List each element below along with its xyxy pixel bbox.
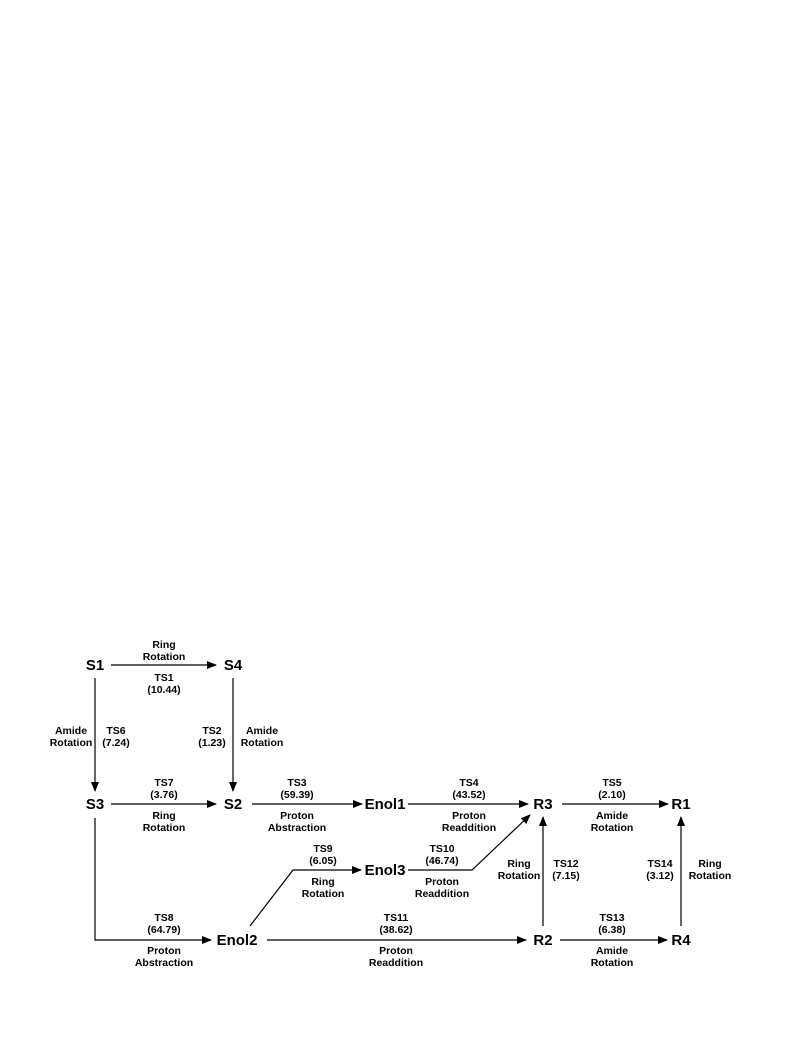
mechanism-label: Proton bbox=[147, 945, 181, 957]
mechanism-label: Ring bbox=[311, 876, 334, 888]
mechanism-label: Ring bbox=[152, 810, 175, 822]
energy-label: (7.15) bbox=[552, 870, 579, 882]
ts-label: TS3 bbox=[287, 777, 306, 789]
node-s4: S4 bbox=[224, 657, 243, 674]
mechanism-label: Rotation bbox=[591, 822, 634, 834]
node-enol1: Enol1 bbox=[365, 796, 406, 813]
ts-label: TS1 bbox=[154, 672, 173, 684]
nodes: S1 S4 S3 S2 Enol1 R3 R1 Enol3 Enol2 R2 R… bbox=[86, 657, 691, 949]
mechanism-label: Rotation bbox=[50, 737, 93, 749]
mechanism-label: Rotation bbox=[689, 870, 732, 882]
edge-s3-enol2 bbox=[94, 818, 212, 944]
mechanism-label: Rotation bbox=[591, 957, 634, 969]
mechanism-label: Readdition bbox=[369, 957, 423, 969]
edge-labels: Ring Rotation TS1 (10.44) Amide Rotation… bbox=[50, 639, 732, 969]
mechanism-label: Abstraction bbox=[135, 957, 193, 969]
mechanism-label: Amide bbox=[55, 725, 87, 737]
node-enol3: Enol3 bbox=[365, 862, 406, 879]
energy-label: (38.62) bbox=[379, 924, 412, 936]
ts-label: TS6 bbox=[106, 725, 125, 737]
energy-label: (3.76) bbox=[150, 789, 177, 801]
mechanism-label: Proton bbox=[280, 810, 314, 822]
mechanism-label: Ring bbox=[152, 639, 175, 651]
node-s1: S1 bbox=[86, 657, 104, 674]
mechanism-label: Readdition bbox=[442, 822, 496, 834]
energy-label: (43.52) bbox=[452, 789, 485, 801]
energy-label: (10.44) bbox=[147, 684, 180, 696]
ts-label: TS2 bbox=[202, 725, 221, 737]
mechanism-label: Rotation bbox=[143, 822, 186, 834]
node-r4: R4 bbox=[671, 932, 691, 949]
ts-label: TS5 bbox=[602, 777, 621, 789]
node-s2: S2 bbox=[224, 796, 242, 813]
energy-label: (46.74) bbox=[425, 855, 458, 867]
node-r1: R1 bbox=[671, 796, 690, 813]
energy-label: (2.10) bbox=[598, 789, 625, 801]
mechanism-label: Rotation bbox=[302, 888, 345, 900]
mechanism-label: Proton bbox=[452, 810, 486, 822]
node-r3: R3 bbox=[533, 796, 552, 813]
mechanism-label: Rotation bbox=[241, 737, 284, 749]
mechanism-label: Amide bbox=[596, 945, 628, 957]
energy-label: (6.05) bbox=[309, 855, 336, 867]
energy-label: (59.39) bbox=[280, 789, 313, 801]
energy-label: (7.24) bbox=[102, 737, 129, 749]
edge-enol3-r3 bbox=[408, 814, 531, 871]
ts-label: TS8 bbox=[154, 912, 173, 924]
mechanism-label: Proton bbox=[379, 945, 413, 957]
mechanism-label: Abstraction bbox=[268, 822, 326, 834]
edge-enol2-enol3 bbox=[249, 866, 362, 927]
ts-label: TS7 bbox=[154, 777, 173, 789]
mechanism-label: Rotation bbox=[143, 651, 186, 663]
node-r2: R2 bbox=[533, 932, 552, 949]
energy-label: (3.12) bbox=[646, 870, 673, 882]
ts-label: TS11 bbox=[384, 912, 409, 924]
node-enol2: Enol2 bbox=[217, 932, 258, 949]
mechanism-label: Amide bbox=[246, 725, 278, 737]
ts-label: TS9 bbox=[313, 843, 332, 855]
ts-label: TS4 bbox=[459, 777, 478, 789]
mechanism-label: Proton bbox=[425, 876, 459, 888]
ts-label: TS12 bbox=[553, 858, 578, 870]
ts-label: TS10 bbox=[429, 843, 454, 855]
energy-label: (64.79) bbox=[147, 924, 180, 936]
edges bbox=[91, 661, 685, 944]
energy-label: (1.23) bbox=[198, 737, 225, 749]
mechanism-label: Rotation bbox=[498, 870, 541, 882]
mechanism-label: Ring bbox=[507, 858, 530, 870]
mechanism-label: Readdition bbox=[415, 888, 469, 900]
node-s3: S3 bbox=[86, 796, 104, 813]
energy-label: (6.38) bbox=[598, 924, 625, 936]
ts-label: TS14 bbox=[647, 858, 672, 870]
ts-label: TS13 bbox=[599, 912, 624, 924]
mechanism-label: Amide bbox=[596, 810, 628, 822]
mechanism-label: Ring bbox=[698, 858, 721, 870]
